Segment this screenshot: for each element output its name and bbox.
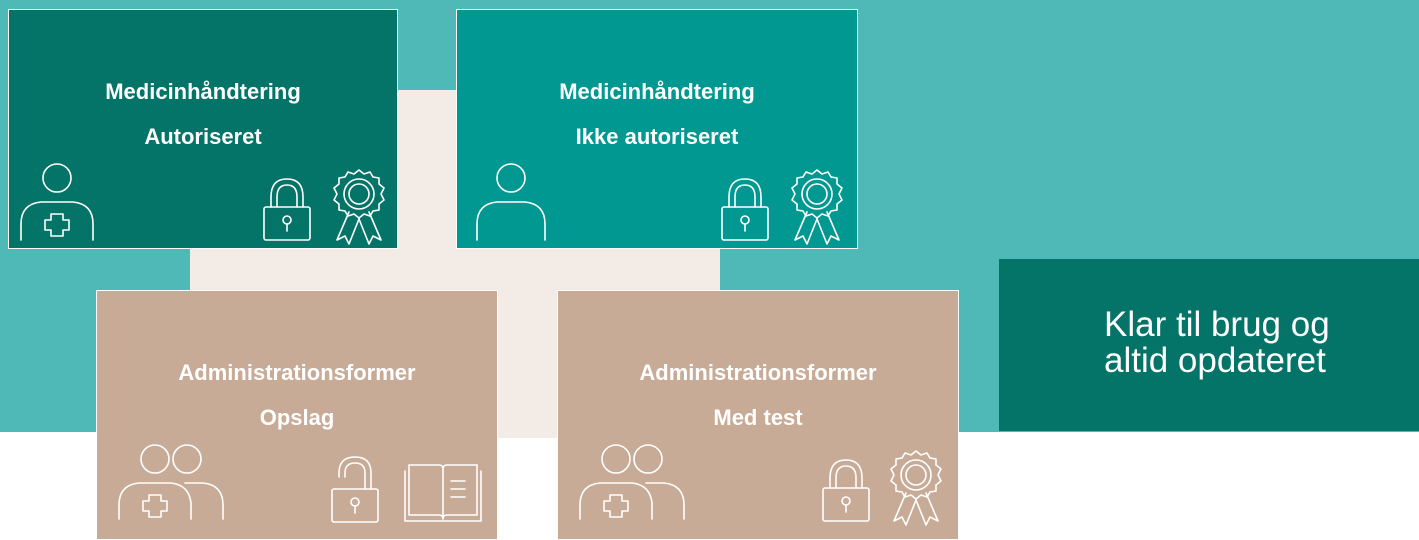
two-people-nurse-icon bbox=[115, 439, 227, 521]
person-icon bbox=[473, 160, 549, 242]
two-people-nurse-icon bbox=[576, 439, 688, 521]
card-title: Medicinhåndtering bbox=[559, 79, 755, 104]
card-subtitle: Autoriseret bbox=[144, 124, 262, 149]
padlock-closed-icon bbox=[261, 175, 313, 243]
card-title: Administrationsformer bbox=[639, 360, 877, 385]
nurse-person-icon bbox=[17, 160, 97, 242]
card-administrationsformer-opslag[interactable]: Administrationsformer Opslag bbox=[96, 290, 498, 540]
card-title: Administrationsformer bbox=[178, 360, 416, 385]
callout-line-1: Klar til brug og bbox=[1104, 305, 1330, 344]
card-subtitle: Ikke autoriseret bbox=[575, 124, 739, 149]
award-rosette-icon bbox=[789, 168, 845, 246]
padlock-closed-icon bbox=[820, 456, 872, 524]
callout-line-2: altid opdateret bbox=[1104, 341, 1326, 380]
open-book-icon bbox=[403, 459, 483, 523]
award-rosette-icon bbox=[331, 168, 387, 246]
card-subtitle: Opslag bbox=[259, 405, 335, 430]
card-medicinhandtering-ikke-autoriseret[interactable]: Medicinhåndtering Ikke autoriseret bbox=[456, 9, 858, 249]
card-title: Medicinhåndtering bbox=[105, 79, 301, 104]
card-medicinhandtering-autoriseret[interactable]: Medicinhåndtering Autoriseret bbox=[8, 9, 398, 249]
card-administrationsformer-med-test[interactable]: Administrationsformer Med test bbox=[557, 290, 959, 540]
padlock-closed-icon bbox=[719, 175, 771, 243]
padlock-open-icon bbox=[329, 453, 381, 525]
callout-box: Klar til brug og altid opdateret bbox=[999, 259, 1419, 431]
award-rosette-icon bbox=[888, 449, 944, 527]
card-subtitle: Med test bbox=[713, 405, 803, 430]
